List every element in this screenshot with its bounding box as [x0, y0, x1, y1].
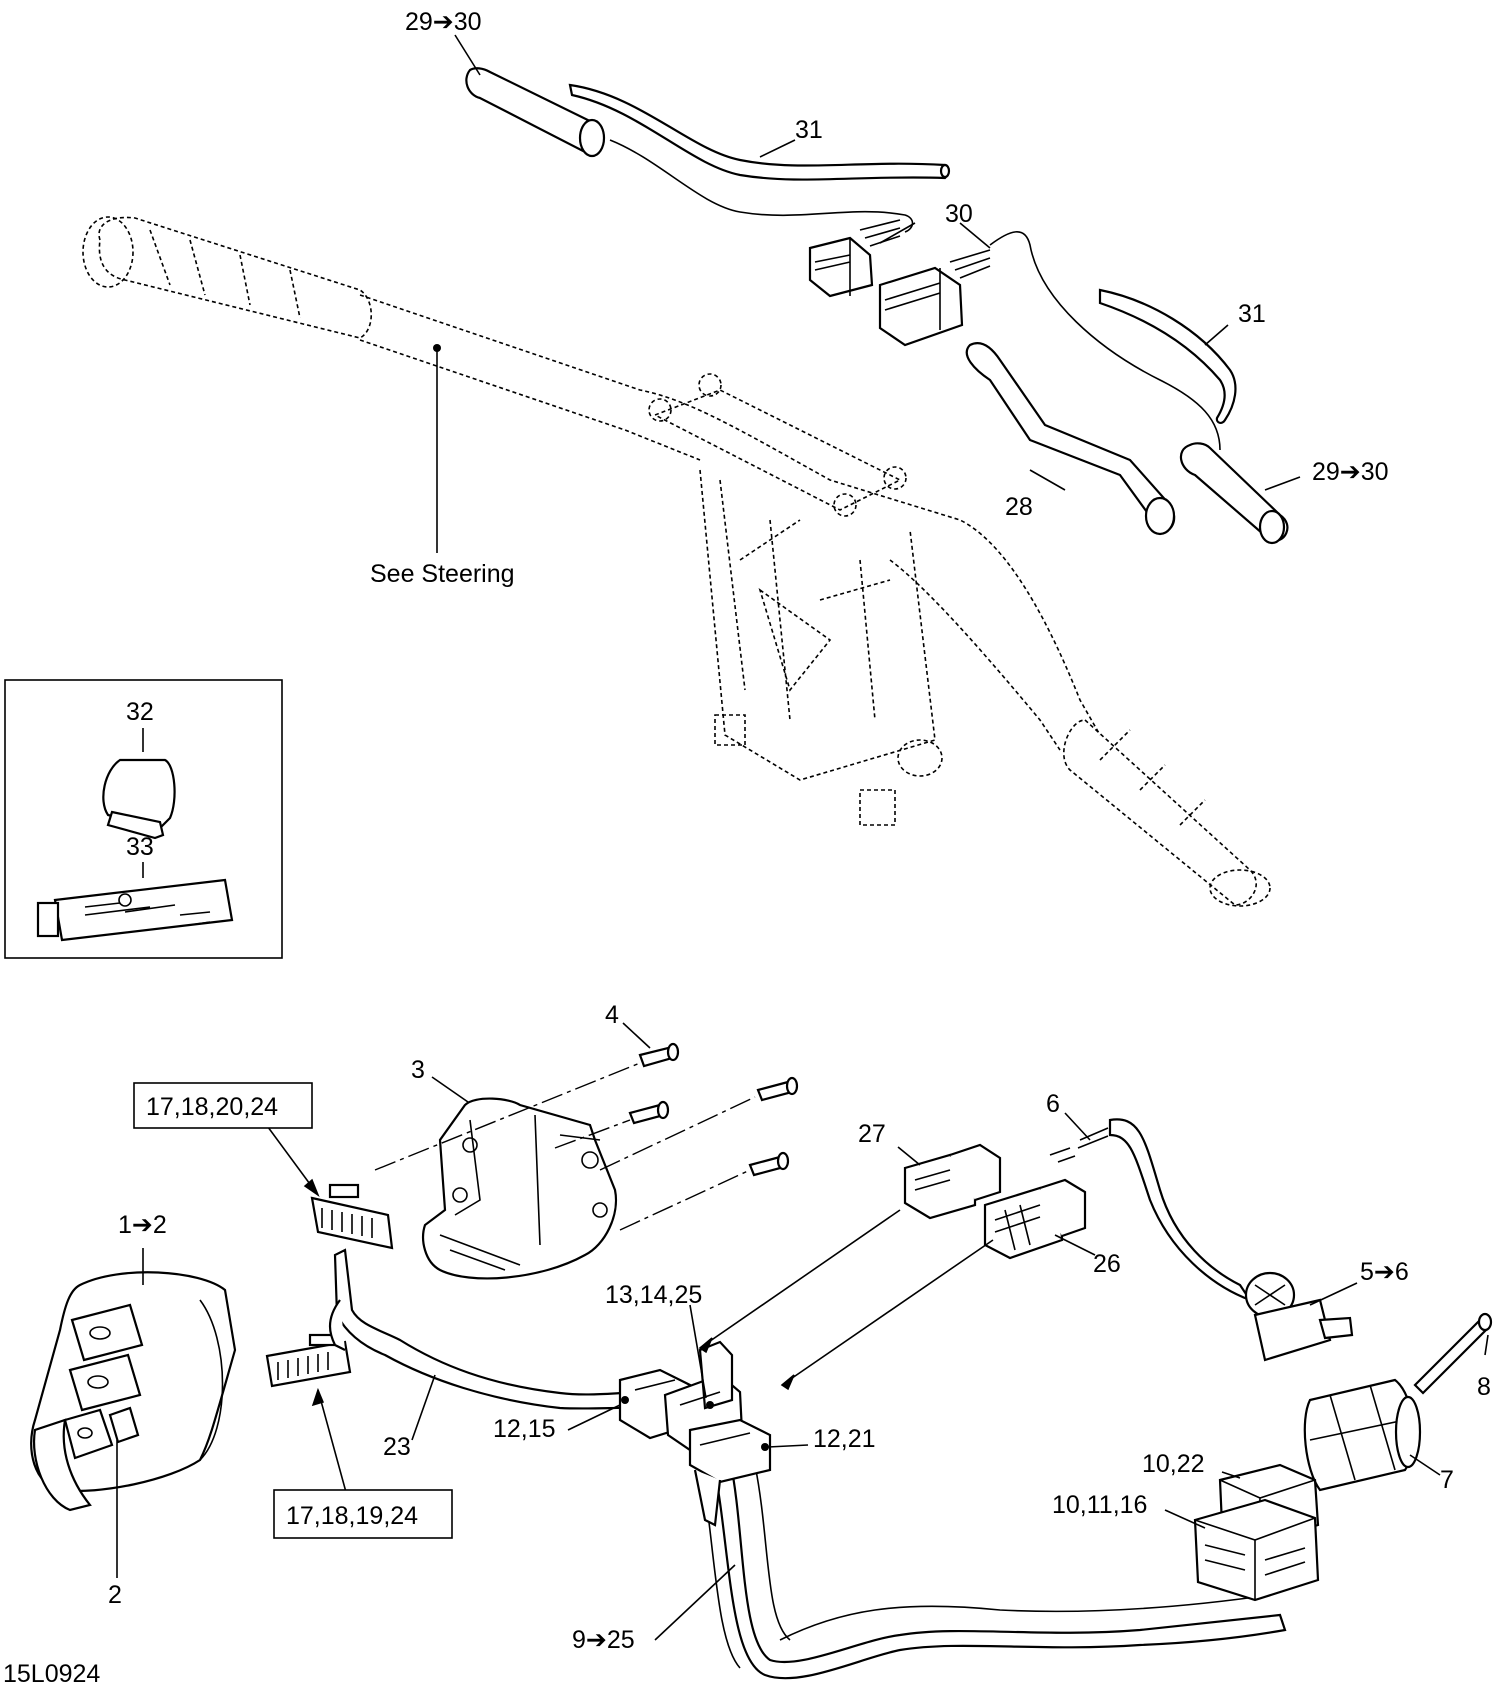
label-33: 33: [126, 833, 154, 861]
label-26: 26: [1093, 1250, 1121, 1278]
connector-17-18-20-24: [310, 1183, 394, 1250]
label-6: 6: [1046, 1090, 1060, 1118]
label-7: 7: [1440, 1466, 1454, 1494]
figure-id: 15L0924: [3, 1660, 100, 1688]
label-3: 3: [411, 1056, 425, 1084]
connector-cluster: [618, 1340, 772, 1527]
label-28: 28: [1005, 493, 1033, 521]
label-17-18-19-24: 17,18,19,24: [286, 1502, 418, 1530]
connector-30-right: [878, 249, 991, 347]
tie-clip-32: [102, 758, 176, 840]
connector-17-18-19-24: [265, 1333, 352, 1388]
heating-element-top: [465, 67, 951, 233]
connector-27: [903, 1143, 1002, 1220]
screws-4: [628, 1042, 799, 1177]
housing-7: [1303, 1378, 1422, 1492]
label-10-11-16: 10,11,16: [1052, 1491, 1147, 1519]
label-2: 2: [108, 1581, 122, 1609]
label-29-30-right: 29➔30: [1312, 458, 1389, 486]
callout-box-top: [133, 1082, 313, 1129]
compound-tube-33: [36, 878, 234, 942]
label-27: 27: [858, 1120, 886, 1148]
label-5-6: 5➔6: [1360, 1258, 1409, 1286]
label-9-25: 9➔25: [572, 1626, 635, 1654]
label-10-22: 10,22: [1142, 1450, 1205, 1478]
callout-box-bottom: [273, 1489, 453, 1539]
housing-3: [422, 1097, 618, 1280]
label-31-right: 31: [1238, 300, 1266, 328]
label-12-15: 12,15: [493, 1415, 556, 1443]
label-4: 4: [605, 1001, 619, 1029]
label-13-14-25: 13,14,25: [605, 1281, 702, 1309]
label-1-2: 1➔2: [118, 1211, 167, 1239]
label-31-top: 31: [795, 116, 823, 144]
handlebar-reference: [82, 216, 1271, 907]
connector-26: [983, 1178, 1087, 1260]
label-30: 30: [945, 200, 973, 228]
label-17-18-20-24: 17,18,20,24: [146, 1093, 278, 1121]
label-8: 8: [1477, 1373, 1491, 1401]
label-32: 32: [126, 698, 154, 726]
see-steering-label: See Steering: [370, 560, 515, 588]
switch-housing-1: [30, 1271, 237, 1512]
switch-10-11-16: [1193, 1498, 1320, 1602]
label-29-30-top: 29➔30: [405, 8, 482, 36]
switch-5-6: [1244, 1271, 1354, 1362]
label-23: 23: [383, 1433, 411, 1461]
label-12-21: 12,21: [813, 1425, 876, 1453]
